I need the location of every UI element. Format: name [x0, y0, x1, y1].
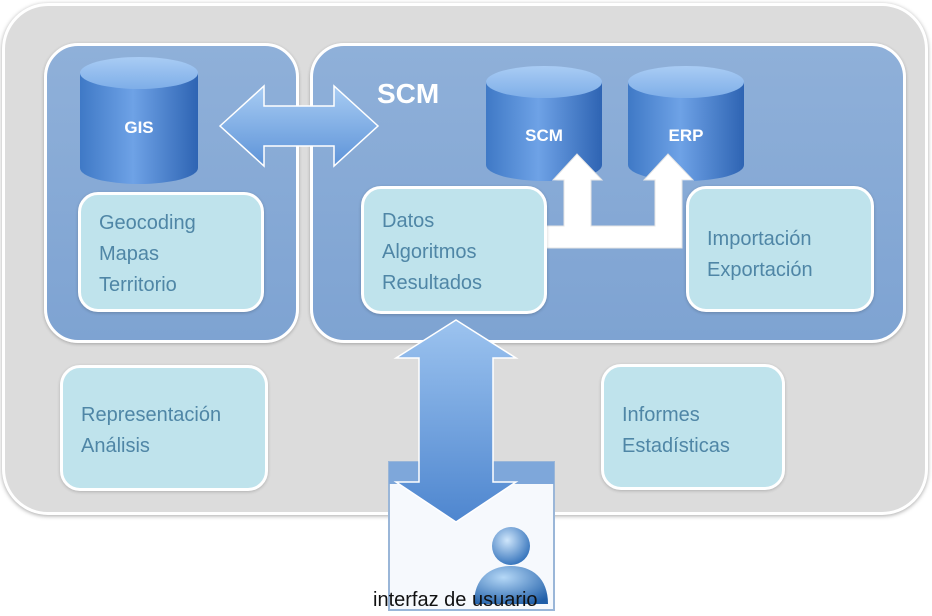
reports-box: Informes Estadísticas: [601, 364, 785, 490]
box-line: Representación: [81, 404, 222, 426]
gis-database-label-wrap: GIS: [80, 118, 198, 138]
erp-database-label-wrap: ERP: [628, 126, 744, 146]
box-line: Algoritmos: [382, 241, 477, 263]
erp-database-label: ERP: [668, 126, 704, 145]
scm-database-label-wrap: SCM: [486, 126, 602, 146]
box-line: Datos: [382, 210, 435, 232]
box-line: Importación: [707, 228, 812, 250]
scm-database-label: SCM: [525, 126, 563, 145]
box-line: Mapas: [99, 243, 160, 265]
box-line: Informes: [622, 404, 700, 426]
box-line: Territorio: [99, 274, 177, 296]
user-interface-caption: interfaz de usuario: [373, 589, 538, 611]
box-line: Estadísticas: [622, 435, 730, 457]
data-algorithms-box: Datos Algoritmos Resultados: [361, 186, 547, 314]
box-line: Resultados: [382, 272, 483, 294]
scm-panel-title: SCM: [377, 78, 440, 109]
gis-functions-box: Geocoding Mapas Territorio: [78, 192, 264, 312]
import-export-box: Importación Exportación: [686, 186, 874, 312]
representation-box: Representación Análisis: [60, 365, 268, 491]
box-line: Geocoding: [99, 212, 196, 234]
box-line: Análisis: [81, 435, 150, 457]
gis-database-label: GIS: [124, 118, 154, 137]
box-line: Exportación: [707, 259, 813, 281]
